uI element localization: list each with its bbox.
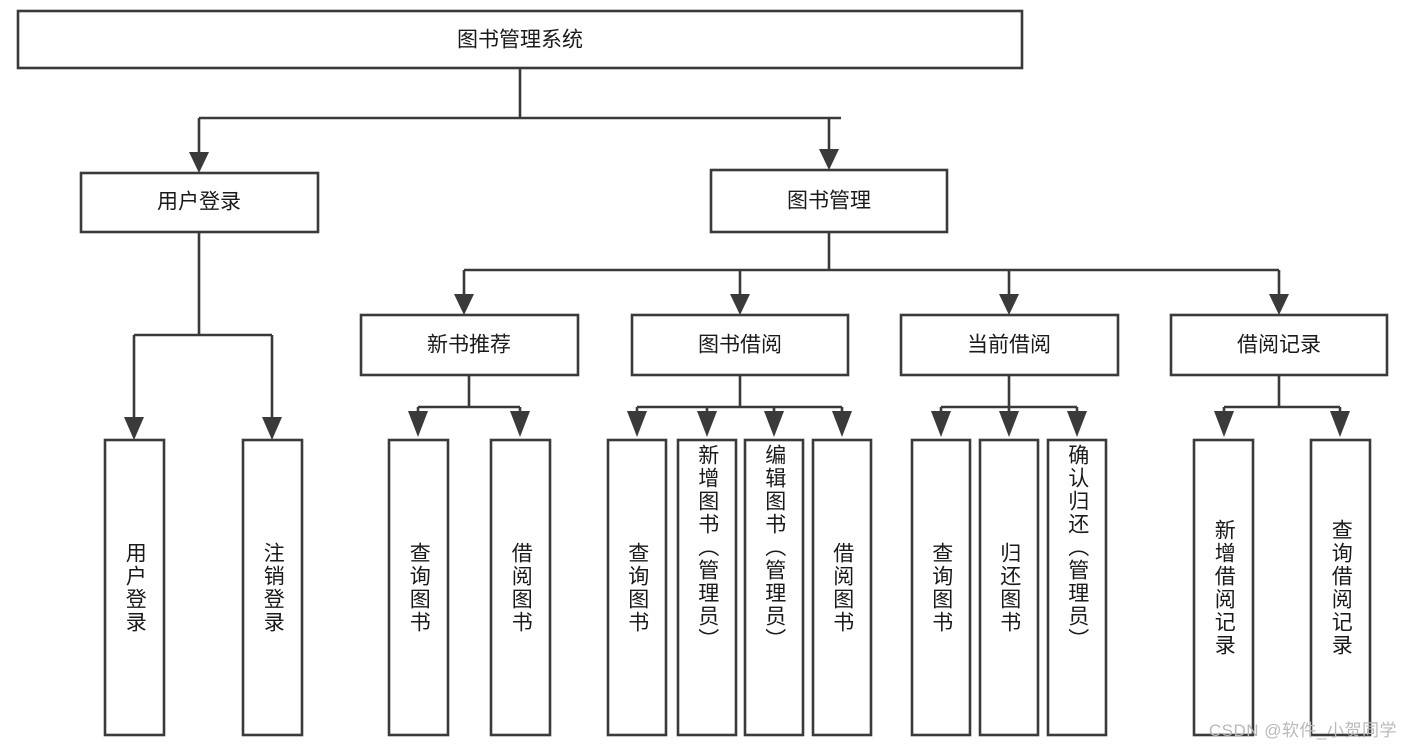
node-book-manage[interactable]: 图书管理 <box>709 168 949 234</box>
node-root-box[interactable] <box>16 9 1024 70</box>
node-book-borrow-box[interactable] <box>630 313 850 377</box>
leaf-edit-book-box[interactable] <box>743 438 805 737</box>
node-new-book-recommend[interactable]: 新书推荐 <box>359 313 580 377</box>
edges-current-borrow-to-leaves <box>931 375 1087 437</box>
edges-book-borrow-to-leaves <box>627 375 852 437</box>
leaf-add-record-box[interactable] <box>1192 438 1255 737</box>
arrowhead-leaf-query-record <box>1330 411 1350 437</box>
arrowhead-leaf-user-login <box>124 417 144 440</box>
node-new-book-recommend-label: 新书推荐 <box>427 334 511 357</box>
arrowhead-leaf-borrow-book-2 <box>832 411 852 437</box>
node-root[interactable]: 图书管理系统 <box>16 9 1024 70</box>
arrowhead-leaf-query-book-3 <box>931 411 951 437</box>
leaf-boxes <box>103 438 1372 737</box>
node-book-borrow-label: 图书借阅 <box>698 334 782 357</box>
arrowhead-current-borrow <box>999 294 1019 315</box>
arrowhead-user-login <box>189 152 209 173</box>
arrowhead-leaf-confirm-return <box>1067 411 1087 437</box>
node-new-book-recommend-box[interactable] <box>359 313 580 377</box>
edges-root-to-level2 <box>189 68 841 173</box>
leaf-return-book-box[interactable] <box>978 438 1040 737</box>
edges-borrow-record-to-leaves <box>1214 375 1350 437</box>
arrowhead-leaf-query-book-2 <box>627 411 647 437</box>
leaf-query-book-1-box[interactable] <box>387 438 450 737</box>
leaf-borrow-book-1-box[interactable] <box>489 438 552 737</box>
node-user-login-box[interactable] <box>79 171 320 234</box>
leaf-confirm-return-box[interactable] <box>1046 438 1108 737</box>
arrowhead-leaf-edit-book <box>764 411 784 437</box>
node-book-manage-label: 图书管理 <box>787 190 871 213</box>
arrowhead-leaf-add-record <box>1214 411 1234 437</box>
arrowhead-leaf-query-book-1 <box>408 411 428 437</box>
edges-user-login-to-leaves <box>124 232 282 440</box>
node-current-borrow-label: 当前借阅 <box>967 334 1051 357</box>
node-borrow-record[interactable]: 借阅记录 <box>1169 313 1389 377</box>
node-current-borrow[interactable]: 当前借阅 <box>899 313 1120 377</box>
node-borrow-record-box[interactable] <box>1169 313 1389 377</box>
leaf-query-book-2-box[interactable] <box>606 438 668 737</box>
node-current-borrow-box[interactable] <box>899 313 1120 377</box>
edges-new-book-recommend-to-leaves <box>408 375 530 437</box>
arrowhead-book-manage <box>819 149 839 170</box>
arrowhead-leaf-add-book <box>697 411 717 437</box>
leaf-logout-login-box[interactable] <box>241 438 304 737</box>
leaf-query-book-3-box[interactable] <box>910 438 972 737</box>
node-book-borrow[interactable]: 图书借阅 <box>630 313 850 377</box>
node-user-login-label: 用户登录 <box>157 191 241 214</box>
arrowhead-borrow-record <box>1269 294 1289 315</box>
node-user-login[interactable]: 用户登录 <box>79 171 320 234</box>
arrowhead-book-borrow <box>730 294 750 315</box>
node-root-label: 图书管理系统 <box>457 29 583 52</box>
leaf-user-login-box[interactable] <box>103 438 166 737</box>
leaf-add-book-box[interactable] <box>676 438 738 737</box>
arrowhead-leaf-logout-login <box>262 417 282 440</box>
arrowhead-leaf-return-book <box>999 411 1019 437</box>
csdn-watermark: CSDN @软件_小贺同学 <box>1208 721 1397 740</box>
leaf-query-record-box[interactable] <box>1309 438 1372 737</box>
arrowhead-new-book-recommend <box>454 294 474 315</box>
edges-book-manage-to-level3 <box>454 232 1289 315</box>
node-book-manage-box[interactable] <box>709 168 949 234</box>
node-borrow-record-label: 借阅记录 <box>1237 334 1321 357</box>
arrowhead-leaf-borrow-book-1 <box>510 411 530 437</box>
leaf-borrow-book-2-box[interactable] <box>811 438 873 737</box>
